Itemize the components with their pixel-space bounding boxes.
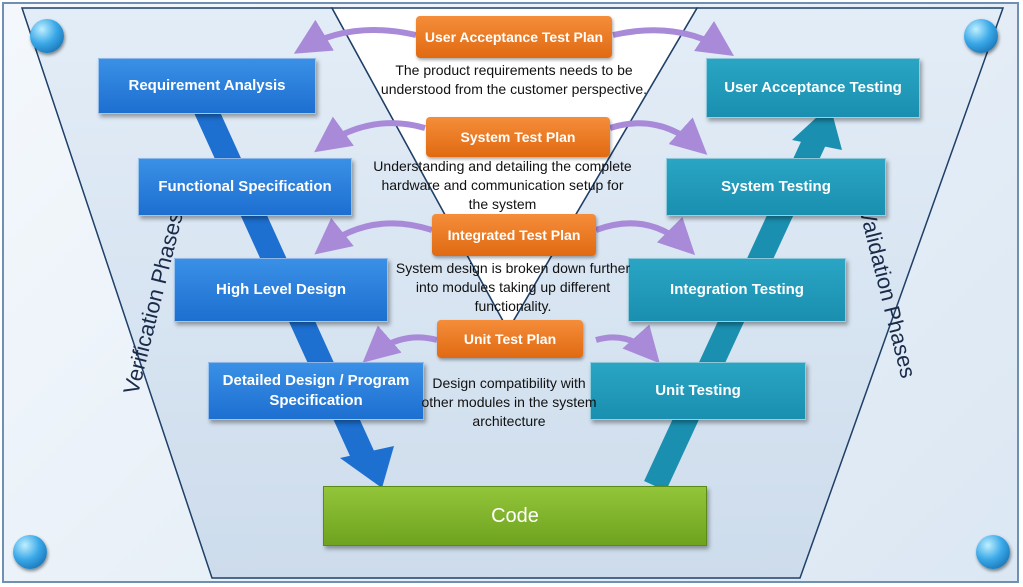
system-test-plan: System Test Plan	[426, 117, 610, 157]
unit-test-plan: Unit Test Plan	[437, 320, 583, 358]
system-test-plan-description: Understanding and detailing the complete…	[373, 158, 632, 212]
connector-unit-left	[362, 325, 438, 363]
functional-specification-box: Functional Specification	[138, 158, 352, 216]
user-acceptance-test-plan-description: The product requirements needs to be und…	[380, 62, 648, 97]
connector-uat-left	[293, 19, 417, 54]
connector-sys-left	[314, 116, 426, 153]
unit-test-plan-description: Design compatibility with other modules …	[421, 375, 597, 429]
requirement-analysis-box: Requirement Analysis	[98, 58, 316, 114]
connector-sys-right	[609, 117, 708, 155]
connector-uat-right	[612, 21, 734, 56]
connector-int-right	[594, 216, 696, 256]
corner-pin-icon	[30, 19, 64, 53]
unit-testing-box: Unit Testing	[590, 362, 806, 420]
integrated-test-plan-description: System design is broken down further int…	[395, 260, 631, 314]
integrated-test-plan: Integrated Test Plan	[432, 214, 596, 256]
high-level-design-box: High Level Design	[174, 258, 388, 322]
detailed-design-box: Detailed Design / Program Specification	[208, 362, 424, 420]
integration-testing-box: Integration Testing	[628, 258, 846, 322]
user-acceptance-test-plan: User Acceptance Test Plan	[416, 16, 612, 58]
plan-connectors	[293, 19, 734, 364]
user-acceptance-testing-box: User Acceptance Testing	[706, 58, 920, 118]
connector-unit-right	[595, 324, 660, 364]
corner-pin-icon	[13, 535, 47, 569]
connector-int-left	[314, 217, 433, 255]
corner-pin-icon	[976, 535, 1010, 569]
code-box: Code	[323, 486, 707, 546]
corner-pin-icon	[964, 19, 998, 53]
v-model-notch	[330, 7, 699, 332]
system-testing-box: System Testing	[666, 158, 886, 216]
